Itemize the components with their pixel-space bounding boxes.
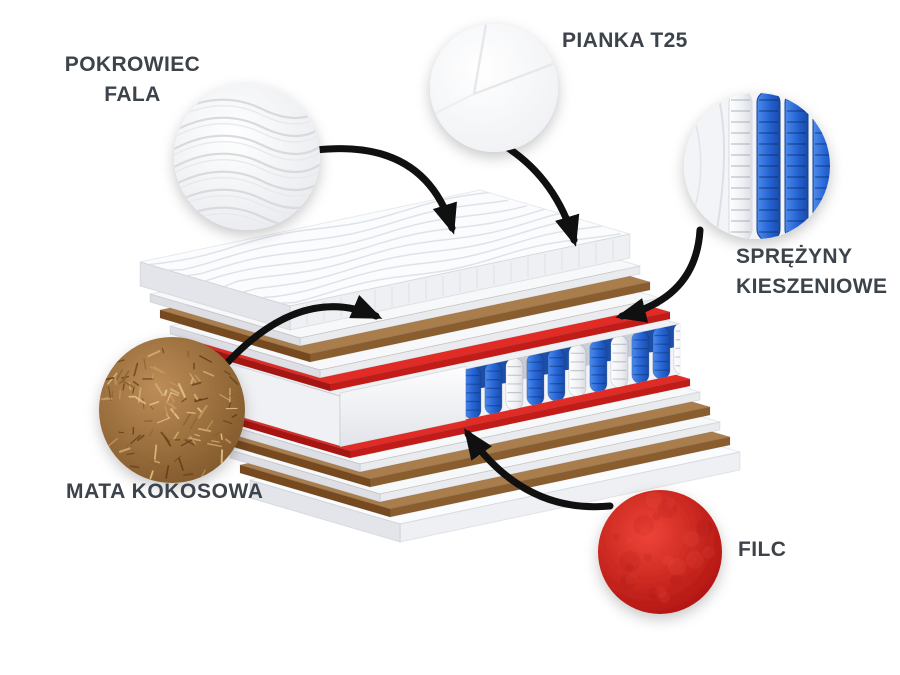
label-line: KIESZENIOWE xyxy=(736,275,888,298)
label-line: PIANKA T25 xyxy=(562,29,688,52)
label-line: FALA xyxy=(104,83,161,106)
felt-texture-swatch xyxy=(598,490,722,614)
coconut-texture-swatch xyxy=(99,337,245,483)
label-pianka-t25: PIANKA T25 xyxy=(562,26,688,56)
arrows xyxy=(224,144,704,511)
label-filc: FILC xyxy=(738,535,786,565)
arrow-felt xyxy=(463,428,614,511)
label-line: SPRĘŻYNY xyxy=(736,245,853,268)
arrow-springs xyxy=(615,226,704,323)
foam-end-rail xyxy=(339,365,467,448)
arrow-foam xyxy=(504,144,580,247)
mattress-illustration xyxy=(139,189,741,543)
springs-texture-swatch xyxy=(684,93,830,239)
label-line: FILC xyxy=(738,538,787,561)
arrow-coconut xyxy=(224,294,383,366)
arrow-cover xyxy=(312,145,457,235)
foam-texture-swatch xyxy=(430,24,558,152)
label-line: MATA KOKOSOWA xyxy=(66,480,264,503)
label-mata-kokosowa: MATA KOKOSOWA xyxy=(66,477,264,507)
label-pokrowiec-fala: POKROWIEC FALA xyxy=(40,50,225,110)
pocket-springs-front xyxy=(463,324,680,420)
label-line: POKROWIEC xyxy=(64,53,201,76)
label-sprezyny-kieszeniowe: SPRĘŻYNY KIESZENIOWE xyxy=(736,242,887,302)
